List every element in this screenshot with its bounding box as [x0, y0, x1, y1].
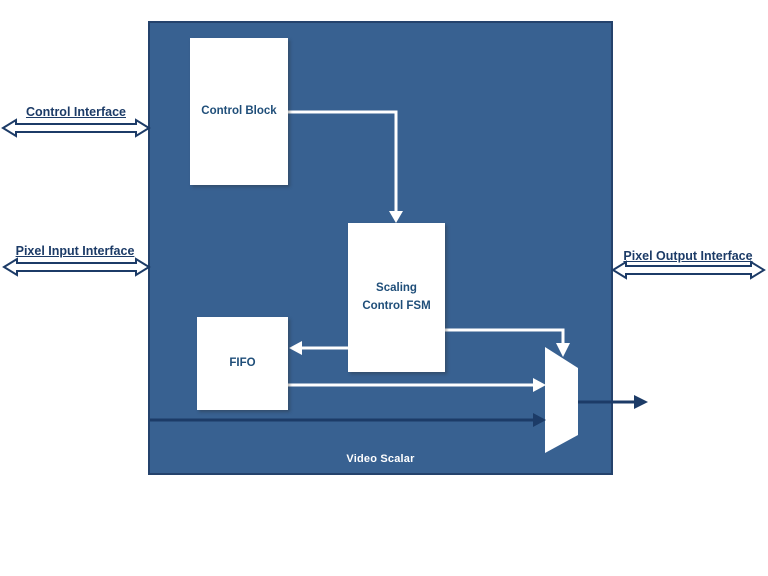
- fifo-label: FIFO: [229, 356, 256, 369]
- control-interface-label: Control Interface: [25, 105, 126, 119]
- pixel-input-interface-arrow: [2, 257, 151, 277]
- scaling-control-fsm-block: Scaling Control FSM: [348, 223, 445, 372]
- video-scalar-title: Video Scalar: [346, 453, 415, 465]
- control-block-label: Control Block: [201, 104, 277, 117]
- control-block: Control Block: [190, 38, 288, 185]
- control-interface-arrow: [1, 118, 151, 138]
- pixel-output-interface-arrow: [611, 260, 766, 280]
- pixel-input-interface-label: Pixel Input Interface: [15, 244, 135, 258]
- fifo-block: FIFO: [197, 317, 288, 410]
- pixel-output-interface-label: Pixel Output Interface: [623, 249, 753, 263]
- arrowhead-mux-to-output: [634, 395, 648, 409]
- scaling-control-fsm-label: Scaling Control FSM: [362, 282, 431, 312]
